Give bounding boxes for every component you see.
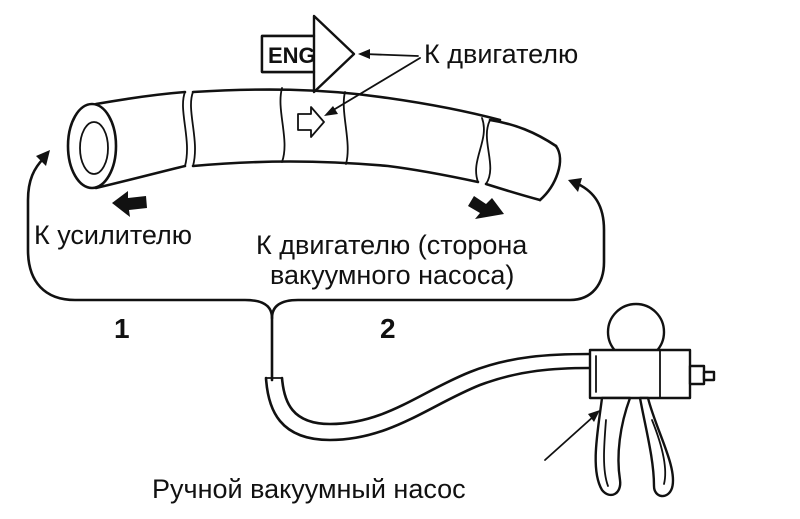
engine-arrow-label: ENG bbox=[268, 43, 316, 68]
pump-side-direction-arrow bbox=[468, 196, 504, 219]
port-1-label: 1 bbox=[114, 313, 130, 344]
check-valve-hose bbox=[66, 87, 562, 202]
to-engine-label: К двигателю bbox=[424, 39, 578, 69]
to-booster-label: К усилителю bbox=[34, 220, 192, 250]
pump-hose bbox=[264, 352, 592, 442]
connection-paths bbox=[26, 150, 606, 382]
engine-direction-arrow: ENG bbox=[260, 14, 356, 94]
engine-leader-lines bbox=[324, 49, 421, 116]
hand-pump-leader bbox=[544, 410, 600, 461]
hand-vacuum-pump bbox=[588, 302, 716, 498]
to-engine-pump-side-line1: К двигателю (сторона bbox=[256, 230, 528, 260]
hand-pump-label: Ручной вакуумный насос bbox=[152, 474, 466, 504]
flow-direction-arrow bbox=[297, 106, 325, 138]
booster-direction-arrow bbox=[112, 191, 147, 217]
port-2-label: 2 bbox=[380, 313, 396, 344]
to-engine-pump-side-line2: вакуумного насоса) bbox=[270, 260, 514, 290]
